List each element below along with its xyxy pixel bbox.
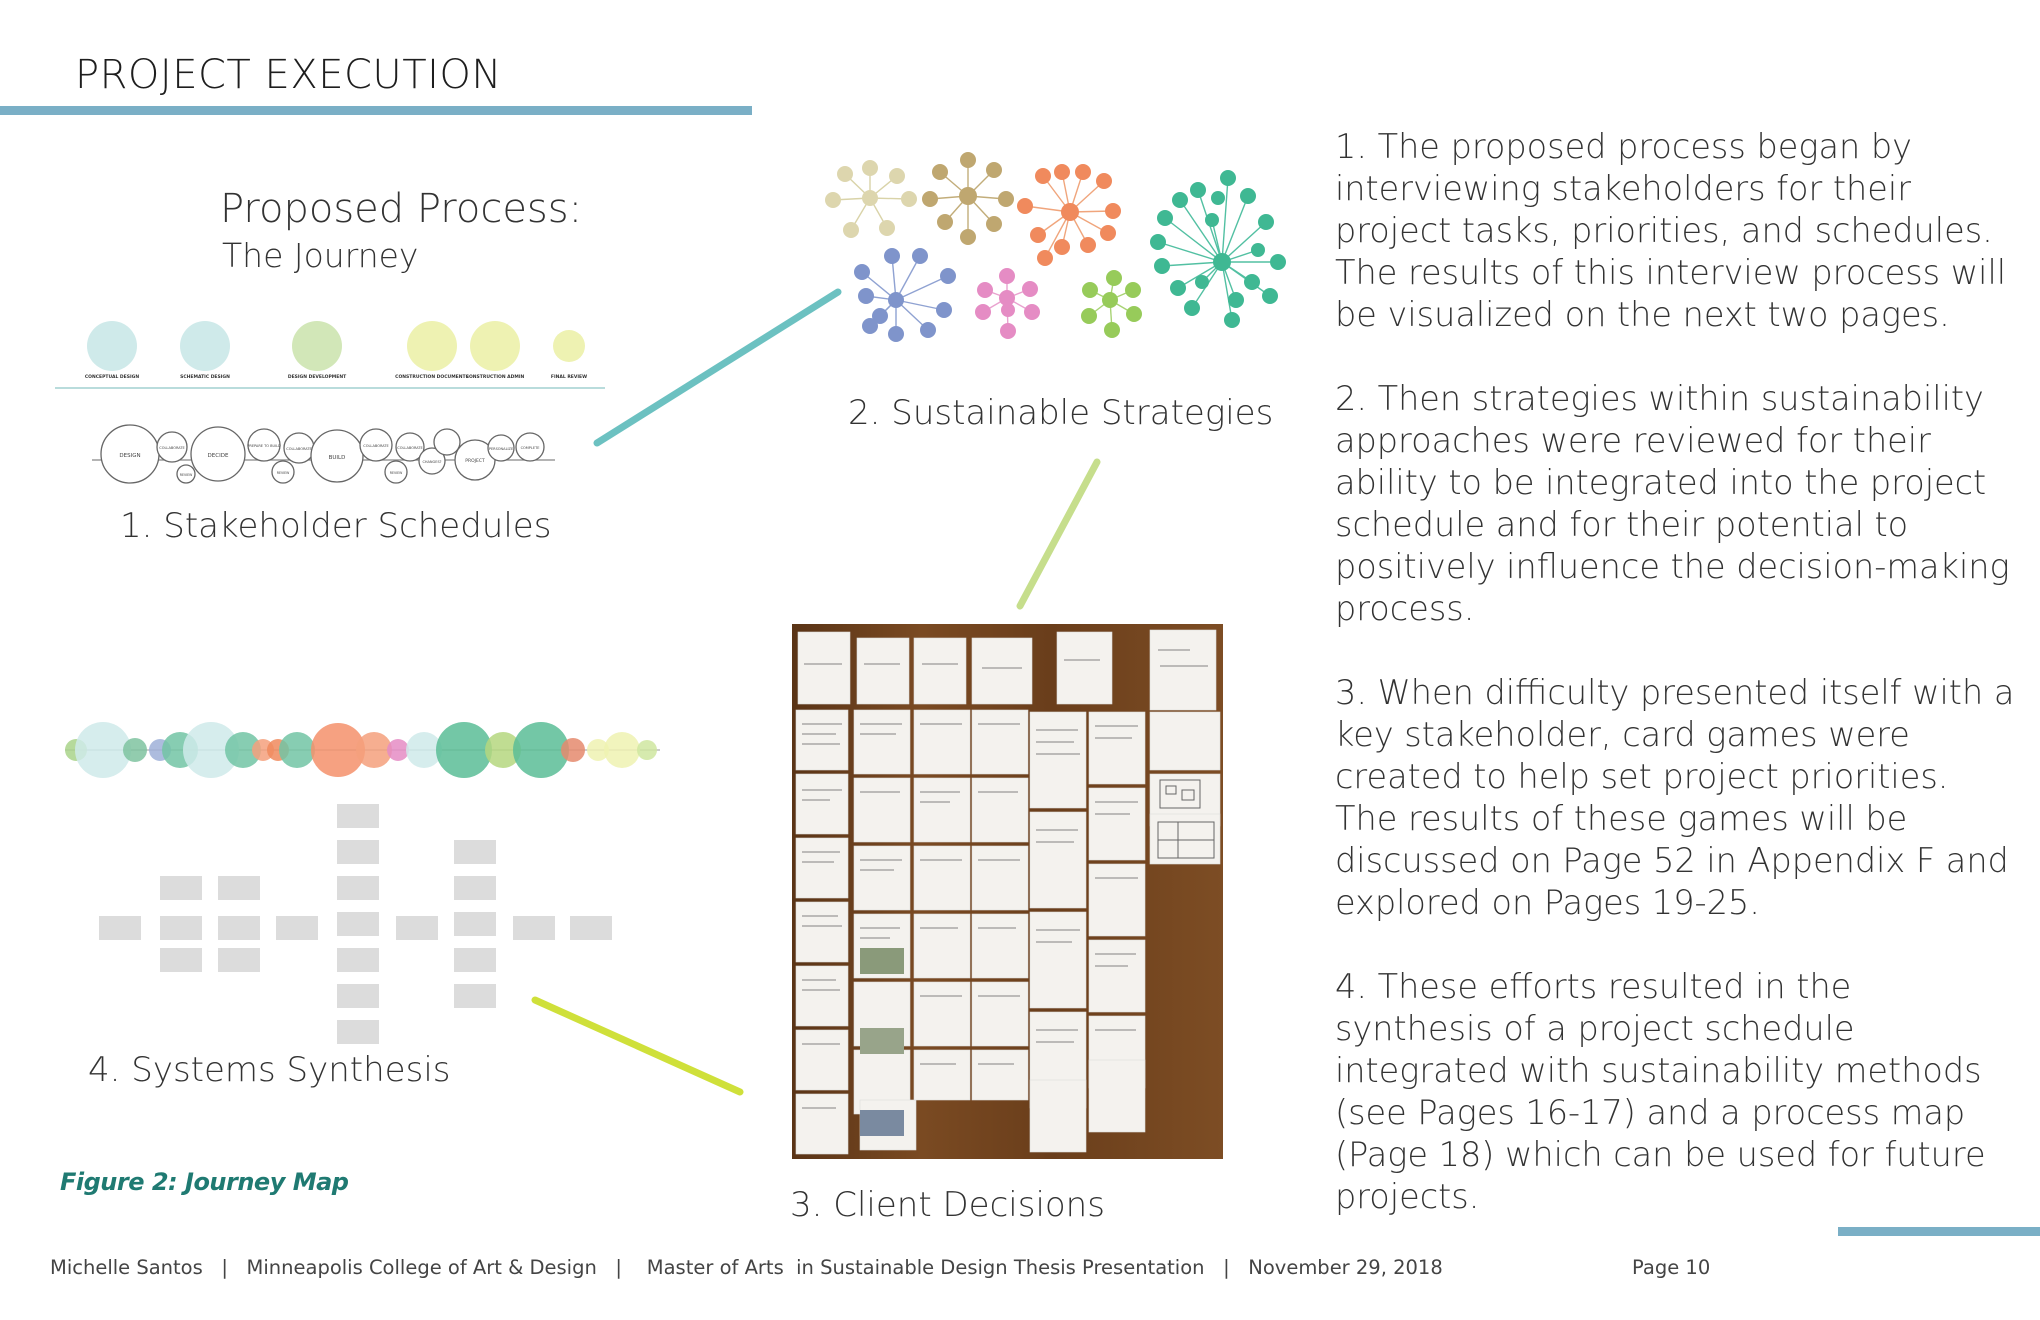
footer-text: Michelle Santos | Minneapolis College of… [50,1256,1443,1279]
journey-map-diagram: CONCEPTUAL DESIGN SCHEMATIC DESIGN DESIG… [55,152,1286,1159]
step-label-stakeholder-schedules: 1. Stakeholder Schedules [120,506,552,546]
bubble-word: REVIEW [390,471,403,475]
process-subtitle: The Journey [222,236,419,275]
connector-line-2-3 [1016,458,1101,610]
bubble-word: CHANGES? [422,460,441,464]
phase-label: SCHEMATIC DESIGN [180,374,230,380]
page-number: Page 10 [1632,1256,1711,1279]
process-title: Proposed Process: [220,186,583,232]
paragraph-4: 4. These efforts resulted in the synthes… [1335,967,1986,1216]
figure-caption: Figure 2: Journey Map [60,1168,349,1196]
paragraph-3: 3. When difficulty presented itself with… [1335,673,2015,922]
connector-line-4-3 [531,996,744,1096]
bubble-word: COLLABORATE [286,447,311,451]
step-label-sustainable-strategies: 2. Sustainable Strategies [848,393,1274,433]
page-title: PROJECT EXECUTION [75,52,502,98]
phase-label: CONSTRUCTION DOCUMENTS [395,374,469,380]
phase-label: CONSTRUCTION ADMIN [466,374,525,380]
strategy-network [825,152,1286,342]
bubble-word: DECIDE [208,453,229,459]
bubble-word: REVIEW [180,473,193,477]
paragraph-2: 2. Then strategies within sustainability… [1335,379,2010,628]
synthesis-bubbles [65,722,660,778]
bubble-word: PROJECT [465,458,485,464]
phase-label: FINAL REVIEW [551,374,587,380]
timeline-circles [55,321,605,389]
bubble-word: DESIGN [119,453,140,459]
phase-label: DESIGN DEVELOPMENT [288,374,347,380]
process-bubbles [92,424,555,484]
bubble-word: REVIEW [277,471,290,475]
header-rule [0,106,752,115]
footer-rule [1838,1227,2040,1236]
bubble-word: PERSONALIZE [489,447,513,451]
bubble-word: COMPLETE [521,446,540,450]
bubble-word: COLLABORATE [159,446,184,450]
bubble-word: BUILD [329,455,346,461]
synthesis-grid [99,804,612,1044]
bubble-word: COLLABORATE [397,446,422,450]
phase-label: CONCEPTUAL DESIGN [85,374,139,380]
bubble-word: PREPARE TO BUILD [247,444,281,448]
step-label-client-decisions: 3. Client Decisions [790,1185,1105,1225]
step-label-systems-synthesis: 4. Systems Synthesis [88,1050,451,1090]
paragraph-1: 1. The proposed process began by intervi… [1335,127,2007,334]
bubble-word: COLLABORATE [363,444,388,448]
connector-line-1-2 [593,288,842,447]
card-game-photo [792,624,1223,1159]
